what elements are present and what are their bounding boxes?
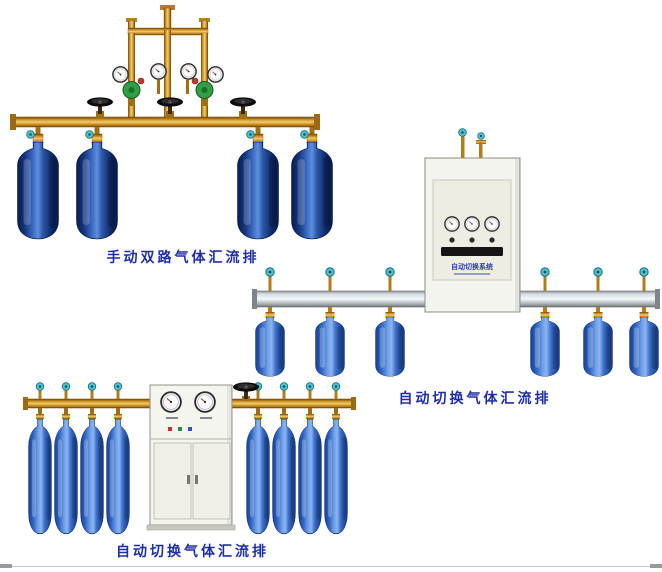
pipe-valves [35, 382, 341, 401]
cabinet-gauge [160, 391, 182, 413]
cylinder-connections [26, 127, 318, 144]
cabinet-door [153, 442, 192, 520]
indicator-light [168, 427, 172, 431]
caption-auto-cabinet: 自动切换气体汇流排 [398, 390, 552, 406]
gas-cylinder [105, 419, 131, 535]
manifold-pipe [10, 5, 320, 130]
gas-cylinder [79, 419, 105, 535]
cabinet-gauge [484, 216, 500, 232]
cabinet-door [192, 442, 231, 520]
gas-cylinder [629, 317, 659, 377]
rail-valves [265, 267, 649, 291]
caption-manual-dual: 手动双路气体汇流排 [106, 249, 260, 265]
cylinder-valves [36, 408, 340, 419]
gas-cylinder [27, 419, 53, 535]
gas-cylinder [53, 419, 79, 535]
auto-switch-manifold-illustration: 自动切换系统 [252, 128, 660, 377]
auto-switch-manifold-bottom-photo [18, 375, 362, 540]
control-cabinet [146, 384, 236, 531]
auto-switch-bottom-illustration [23, 382, 356, 535]
gas-cylinder [75, 142, 119, 240]
control-cabinet: 自动切换系统 [424, 157, 521, 313]
cylinder-regulators [265, 307, 649, 318]
cabinet-gauge [444, 216, 460, 232]
cabinet-gauge [464, 216, 480, 232]
page-bottom-border [2, 566, 660, 567]
cabinet-gauge [194, 391, 216, 413]
gas-cylinder [315, 317, 345, 377]
caption-auto-bottom: 自动切换气体汇流排 [116, 543, 269, 559]
pressure-gauges-center [150, 63, 197, 94]
auto-switch-manifold-photo: 自动切换系统 [248, 128, 662, 382]
cabinet-label: 自动切换系统 [451, 262, 493, 271]
gas-cylinder [583, 317, 613, 377]
gas-cylinder [323, 419, 349, 535]
manual-dual-manifold-illustration [10, 5, 333, 240]
cabinet-top-pipes [458, 128, 486, 158]
pressure-regulator-right [191, 66, 224, 106]
page-bottom-corner-right [650, 564, 662, 568]
gas-cylinder [530, 317, 560, 377]
manual-dual-manifold-photo [0, 0, 340, 245]
gas-cylinder [375, 317, 405, 377]
cabinet-display-slot [441, 247, 503, 256]
page-bottom-corner-left [0, 564, 12, 568]
gas-cylinder [245, 419, 271, 535]
gas-cylinder [17, 142, 60, 240]
indicator-light [188, 427, 192, 431]
gas-cylinder [297, 419, 323, 535]
gas-cylinder [255, 317, 285, 377]
gas-cylinder [271, 419, 297, 535]
pressure-regulator-left [112, 66, 145, 106]
indicator-light [178, 427, 182, 431]
valve-handwheels [87, 97, 256, 118]
valve-handwheel [233, 382, 259, 399]
